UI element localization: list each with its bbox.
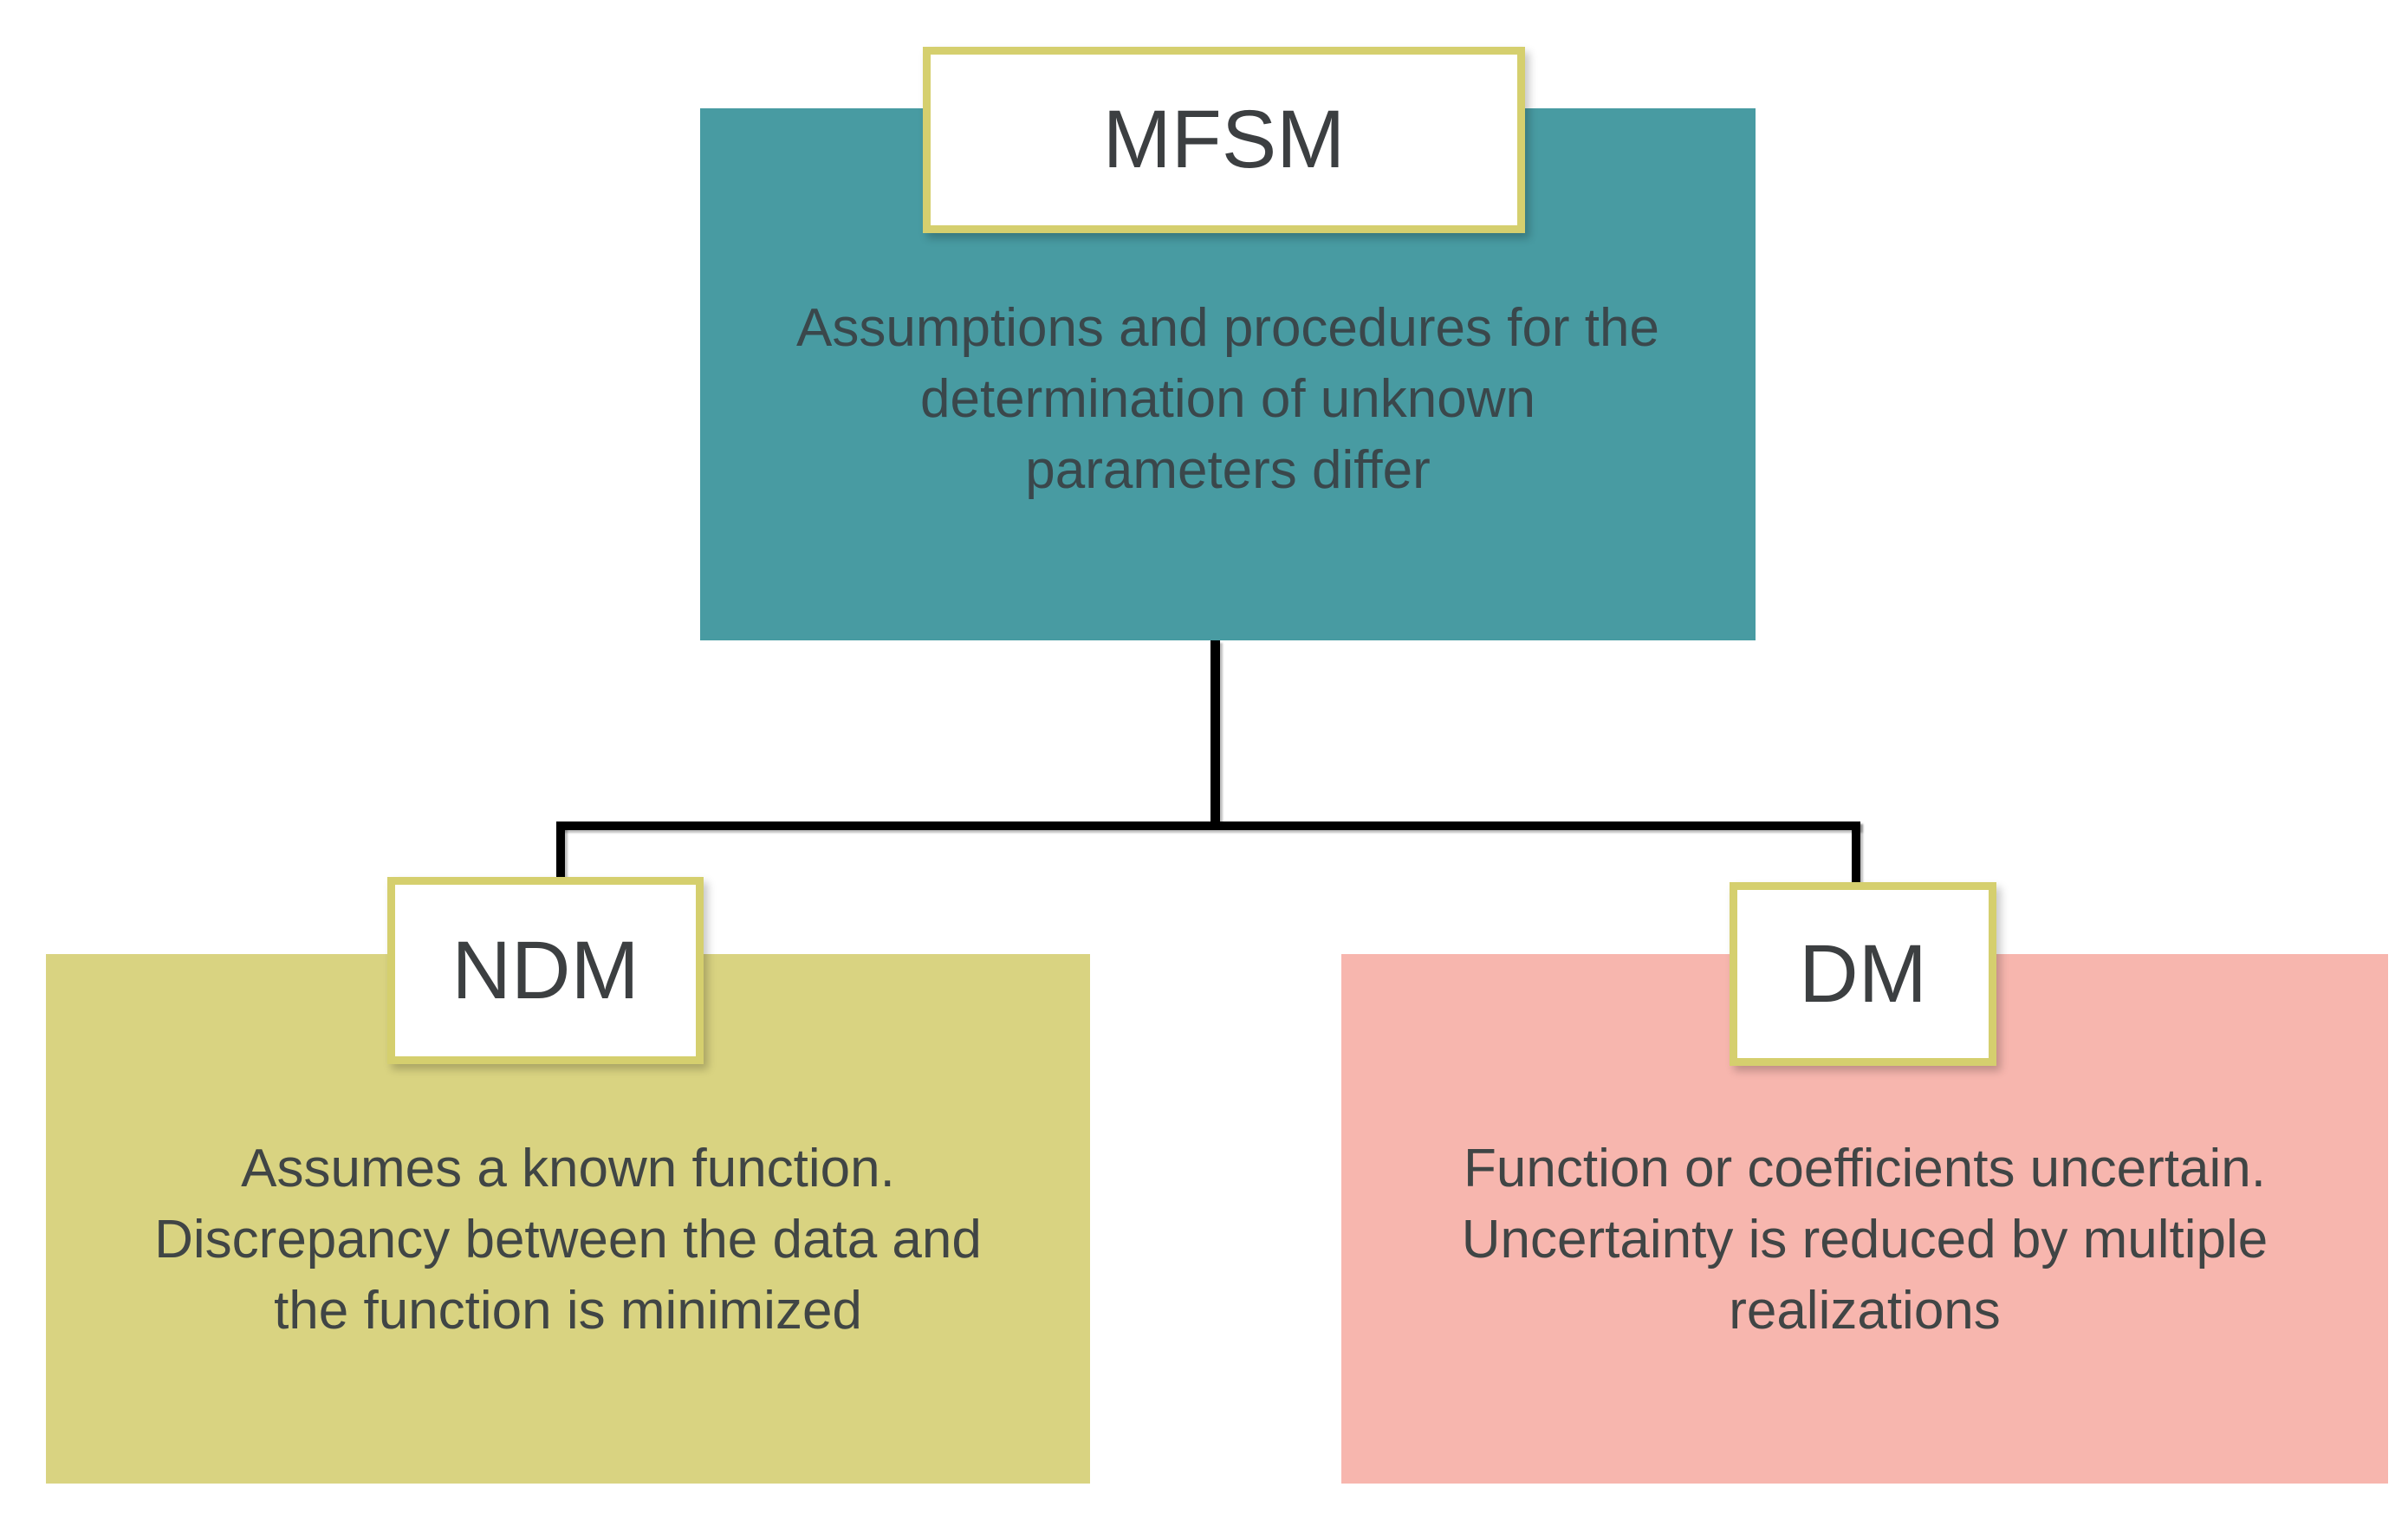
text-line: Uncertainty is reduced by multiple — [1461, 1209, 2268, 1270]
text-line: realizations — [1729, 1280, 2001, 1341]
dm-label-text: DM — [1799, 927, 1927, 1020]
text-line: Discrepancy between the data and — [154, 1209, 982, 1270]
mfsm-label: MFSM — [923, 47, 1525, 233]
connector-horizontal-bar — [556, 821, 1860, 830]
text-line: Assumes a known function. — [241, 1138, 895, 1198]
ndm-description: Assumes a known function. Discrepancy be… — [46, 954, 1090, 1484]
ndm-label-text: NDM — [451, 924, 639, 1016]
dm-description: Function or coefficients uncertain. Unce… — [1341, 954, 2388, 1484]
connector-root-stem — [1210, 640, 1220, 821]
text-line: parameters differ — [1025, 440, 1431, 500]
mfsm-label-text: MFSM — [1102, 94, 1346, 185]
connector-right-drop — [1852, 821, 1860, 884]
ndm-label: NDM — [387, 877, 704, 1064]
mfsm-description: Assumptions and procedures for the deter… — [700, 108, 1756, 640]
text-line: Function or coefficients uncertain. — [1464, 1138, 2266, 1198]
dm-label: DM — [1730, 882, 1996, 1066]
text-line: Assumptions and procedures for the — [796, 298, 1659, 358]
text-line: the function is minimized — [274, 1280, 862, 1341]
connector-left-drop — [556, 821, 565, 879]
text-line: determination of unknown — [919, 369, 1535, 429]
